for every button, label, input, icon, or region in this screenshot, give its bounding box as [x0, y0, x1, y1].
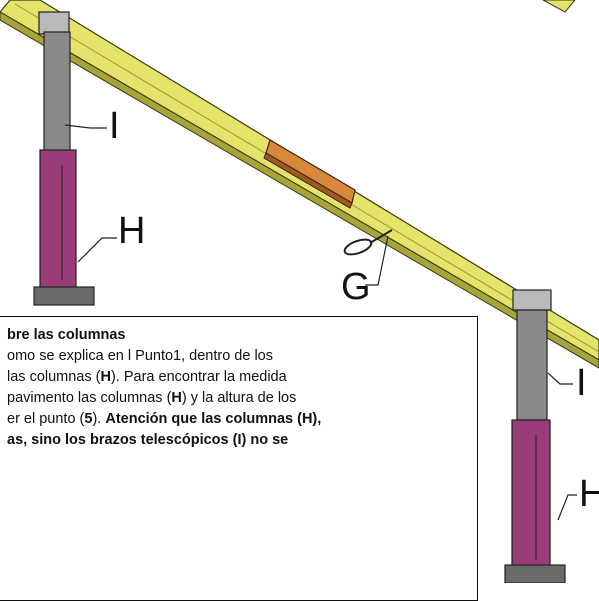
leader-lines: [64, 124, 577, 521]
left-column: [33, 11, 95, 306]
section-heading: bre las columnas: [7, 327, 126, 343]
assembly-illustration: [0, 0, 599, 583]
paragraph-line-1: omo se explica en l Punto1, dentro de lo…: [7, 348, 273, 364]
callout-i-left: I: [109, 105, 120, 147]
paragraph-line-2: las columnas (H). Para encontrar la medi…: [7, 369, 287, 385]
callout-i-right: I: [576, 362, 587, 404]
paragraph-line-5: as, sino los brazos telescópicos (I) no …: [7, 432, 289, 448]
orange-coupler: [263, 139, 356, 209]
yellow-beam: [0, 0, 599, 369]
paragraph-line-4: er el punto (5). Atención que las column…: [7, 411, 322, 427]
callout-h-right: H: [579, 473, 599, 515]
right-column: [504, 289, 566, 583]
hook-g: [343, 229, 393, 256]
callout-g: G: [341, 266, 371, 308]
paragraph-line-3: pavimento las columnas (H) y la altura d…: [7, 390, 297, 406]
callout-h-left: H: [118, 210, 146, 252]
instruction-text-box: bre las columnas omo se explica en l Pun…: [0, 316, 478, 601]
top-right-part: [542, 0, 576, 13]
